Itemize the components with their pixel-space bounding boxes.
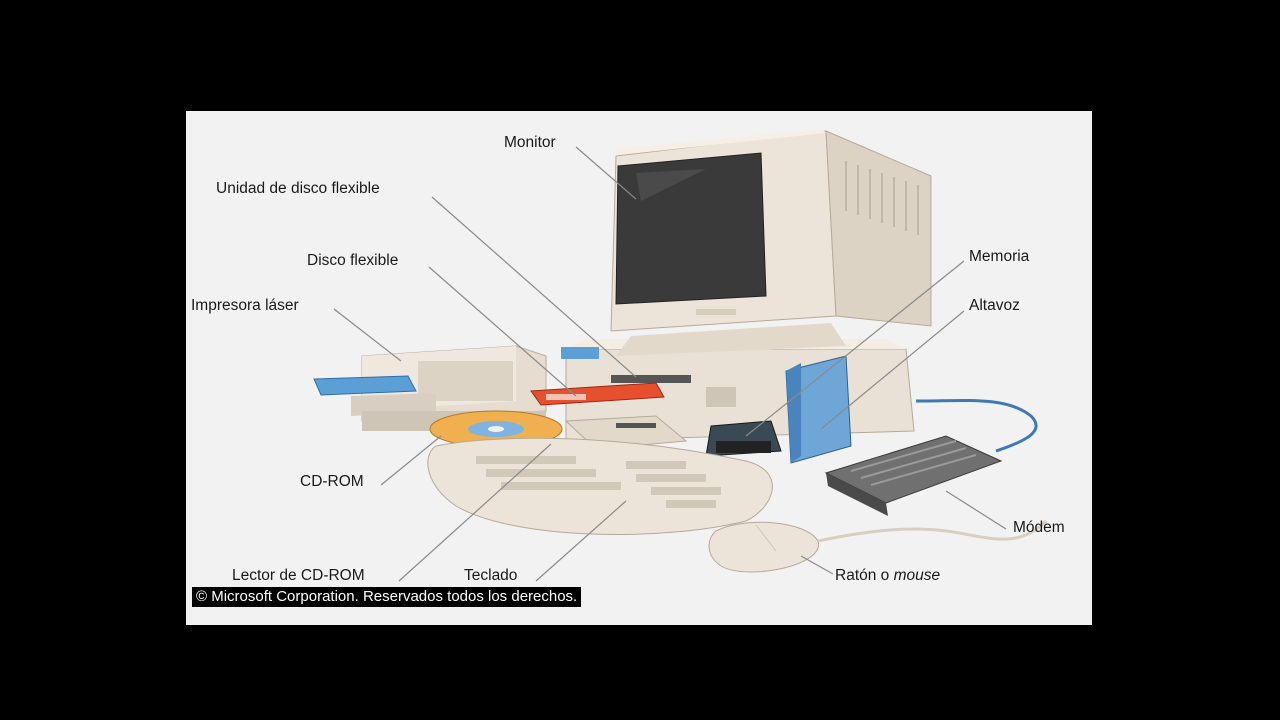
label-modem: Módem (1013, 519, 1065, 536)
label-mouse-prefix: Ratón o (835, 567, 890, 584)
keyboard-illustration (427, 437, 773, 535)
label-cdrom: CD-ROM (300, 473, 364, 490)
computer-illustration (313, 129, 1048, 582)
label-floppy-disk: Disco flexible (307, 252, 399, 269)
label-cdrom-reader: Lector de CD-ROM (232, 567, 365, 584)
copyright-notice: © Microsoft Corporation. Reservados todo… (192, 587, 582, 607)
label-mouse: Ratón o mouse (835, 567, 940, 585)
monitor-illustration (610, 129, 932, 356)
diagram-panel: Monitor Unidad de disco flexible Disco f… (186, 111, 1092, 625)
label-monitor: Monitor (504, 134, 556, 151)
label-mouse-italic: mouse (893, 567, 941, 584)
label-keyboard: Teclado (464, 567, 518, 584)
mouse-illustration (708, 519, 1048, 573)
leader-lines (333, 146, 1007, 582)
modem-illustration (824, 398, 1038, 516)
label-speaker: Altavoz (969, 297, 1020, 314)
label-floppy-drive: Unidad de disco flexible (216, 180, 380, 197)
label-laser-printer: Impresora láser (191, 297, 299, 314)
label-memory: Memoria (969, 248, 1030, 265)
memory-chip-illustration (705, 420, 782, 457)
